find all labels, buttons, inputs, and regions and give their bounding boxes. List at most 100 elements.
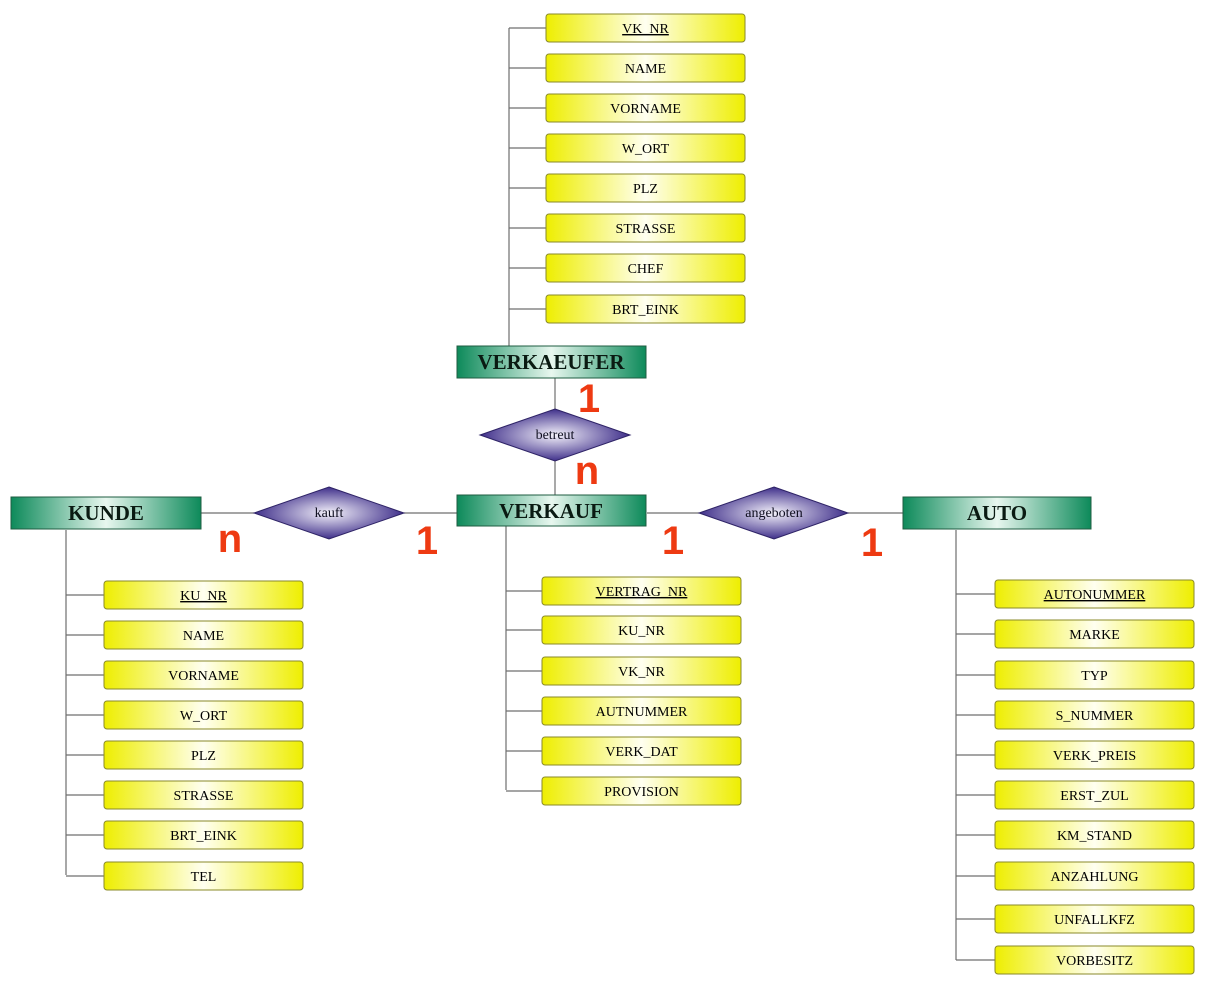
auto-attribute-box	[994, 945, 1195, 975]
verkauf-attribute-vk-nr[interactable]: VK_NR	[541, 656, 742, 686]
auto-attribute-label: VERK_PREIS	[1053, 749, 1136, 764]
auto-attribute-box	[994, 780, 1195, 810]
relationship-kauft-label: kauft	[315, 506, 344, 521]
verkauf-attribute-box	[541, 696, 742, 726]
auto-attribute-marke[interactable]: MARKE	[994, 619, 1195, 649]
auto-attribute-label: UNFALLKFZ	[1054, 913, 1135, 928]
cardinality-kauft-verkauf: 1	[416, 519, 438, 563]
relationship-betreut-label: betreut	[536, 428, 575, 443]
verkaeufer-attribute-label: W_ORT	[622, 142, 670, 157]
verkaeufer-attribute-list: VK_NR NAME VORNAME W_ORT PLZ STRASSE CHEF BRT_E…	[545, 13, 746, 324]
kunde-attribute-name[interactable]: NAME	[103, 620, 304, 650]
kunde-attribute-box	[103, 700, 304, 730]
verkauf-attribute-vertrag-nr[interactable]: VERTRAG_NR	[541, 576, 742, 606]
verkaeufer-attribute-box	[545, 253, 746, 283]
auto-attribute-label: AUTONUMMER	[1044, 588, 1146, 603]
verkaeufer-attribute-box	[545, 294, 746, 324]
auto-attribute-box	[994, 861, 1195, 891]
verkauf-attribute-ku-nr[interactable]: KU_NR	[541, 615, 742, 645]
auto-attribute-box	[994, 740, 1195, 770]
cardinality-kauft-kunde: n	[218, 517, 242, 561]
auto-attribute-box	[994, 619, 1195, 649]
auto-attribute-label: S_NUMMER	[1056, 709, 1134, 724]
verkauf-attribute-box	[541, 656, 742, 686]
verkaeufer-attribute-w-ort[interactable]: W_ORT	[545, 133, 746, 163]
kunde-attribute-label: NAME	[183, 629, 224, 644]
relationship-betreut[interactable]: betreut	[478, 408, 632, 462]
entity-verkaeufer[interactable]: VERKAEUFER	[456, 345, 647, 379]
entity-auto[interactable]: AUTO	[902, 496, 1092, 530]
kunde-attribute-box	[103, 620, 304, 650]
kunde-attribute-label: VORNAME	[168, 669, 239, 684]
kunde-attribute-brt-eink[interactable]: BRT_EINK	[103, 820, 304, 850]
verkauf-attribute-label: VERK_DAT	[605, 745, 678, 760]
entity-verkauf[interactable]: VERKAUF	[456, 494, 647, 527]
verkaeufer-attribute-box	[545, 93, 746, 123]
relationship-angeboten-label: angeboten	[745, 506, 803, 521]
verkaeufer-attribute-box	[545, 13, 746, 43]
kunde-attribute-tel[interactable]: TEL	[103, 861, 304, 891]
auto-attribute-box	[994, 579, 1195, 609]
auto-attribute-label: KM_STAND	[1057, 829, 1132, 844]
verkauf-attribute-provision[interactable]: PROVISION	[541, 776, 742, 806]
auto-attribute-unfallkfz[interactable]: UNFALLKFZ	[994, 904, 1195, 934]
verkaeufer-attribute-name[interactable]: NAME	[545, 53, 746, 83]
relationship-kauft[interactable]: kauft	[252, 486, 406, 540]
auto-attribute-anzahlung[interactable]: ANZAHLUNG	[994, 861, 1195, 891]
entity-kunde[interactable]: KUNDE	[10, 496, 202, 530]
verkaeufer-attribute-label: STRASSE	[616, 222, 676, 237]
verkaeufer-attribute-vk-nr[interactable]: VK_NR	[545, 13, 746, 43]
verkaeufer-attribute-brt-eink[interactable]: BRT_EINK	[545, 294, 746, 324]
auto-attribute-box	[994, 904, 1195, 934]
verkaeufer-attribute-box	[545, 173, 746, 203]
kunde-attribute-ku-nr[interactable]: KU_NR	[103, 580, 304, 610]
kunde-attribute-w-ort[interactable]: W_ORT	[103, 700, 304, 730]
verkaeufer-attribute-label: VK_NR	[622, 22, 669, 37]
kunde-attribute-box	[103, 780, 304, 810]
entity-verkaeufer-label: VERKAEUFER	[477, 350, 625, 374]
auto-attribute-vorbesitz[interactable]: VORBESITZ	[994, 945, 1195, 975]
auto-attribute-box	[994, 820, 1195, 850]
kunde-attribute-label: BRT_EINK	[170, 829, 237, 844]
auto-attribute-box	[994, 660, 1195, 690]
verkauf-attribute-label: KU_NR	[618, 624, 665, 639]
verkaeufer-attribute-vorname[interactable]: VORNAME	[545, 93, 746, 123]
verkaeufer-attribute-chef[interactable]: CHEF	[545, 253, 746, 283]
verkaeufer-attribute-strasse[interactable]: STRASSE	[545, 213, 746, 243]
verkauf-attribute-box	[541, 776, 742, 806]
kunde-attribute-box	[103, 580, 304, 610]
relationship-angeboten[interactable]: angeboten	[697, 486, 850, 540]
verkaeufer-attribute-label: BRT_EINK	[612, 303, 679, 318]
kunde-attribute-vorname[interactable]: VORNAME	[103, 660, 304, 690]
auto-attribute-s-nummer[interactable]: S_NUMMER	[994, 700, 1195, 730]
verkauf-attribute-label: PROVISION	[604, 785, 679, 800]
auto-attribute-erst-zul[interactable]: ERST_ZUL	[994, 780, 1195, 810]
auto-attribute-label: TYP	[1081, 669, 1108, 684]
auto-attribute-verk-preis[interactable]: VERK_PREIS	[994, 740, 1195, 770]
auto-attribute-label: VORBESITZ	[1056, 954, 1133, 969]
verkauf-attribute-label: VERTRAG_NR	[596, 585, 688, 600]
auto-attribute-km-stand[interactable]: KM_STAND	[994, 820, 1195, 850]
auto-attribute-autonummer[interactable]: AUTONUMMER	[994, 579, 1195, 609]
verkaeufer-attribute-box	[545, 53, 746, 83]
kunde-attribute-strasse[interactable]: STRASSE	[103, 780, 304, 810]
verkauf-attribute-box	[541, 615, 742, 645]
cardinality-angeboten-auto: 1	[861, 521, 883, 565]
kunde-attribute-label: PLZ	[191, 749, 216, 764]
verkauf-attribute-list: VERTRAG_NR KU_NR VK_NR AUTNUMMER VERK_DAT PRO…	[541, 576, 742, 806]
verkauf-attribute-autnummer[interactable]: AUTNUMMER	[541, 696, 742, 726]
verkaeufer-attribute-label: CHEF	[628, 262, 664, 277]
cardinality-labels: 1 n n 1 1 1	[218, 377, 883, 565]
attribute-branch-lines	[66, 27, 995, 961]
kunde-attribute-label: W_ORT	[180, 709, 228, 724]
kunde-attribute-label: TEL	[191, 870, 217, 885]
verkauf-attribute-verk-dat[interactable]: VERK_DAT	[541, 736, 742, 766]
connector-lines	[65, 28, 957, 960]
entity-auto-label: AUTO	[967, 501, 1027, 525]
auto-attribute-typ[interactable]: TYP	[994, 660, 1195, 690]
kunde-attribute-plz[interactable]: PLZ	[103, 740, 304, 770]
verkaeufer-attribute-plz[interactable]: PLZ	[545, 173, 746, 203]
auto-attribute-list: AUTONUMMER MARKE TYP S_NUMMER VERK_PREIS ERST…	[994, 579, 1195, 975]
